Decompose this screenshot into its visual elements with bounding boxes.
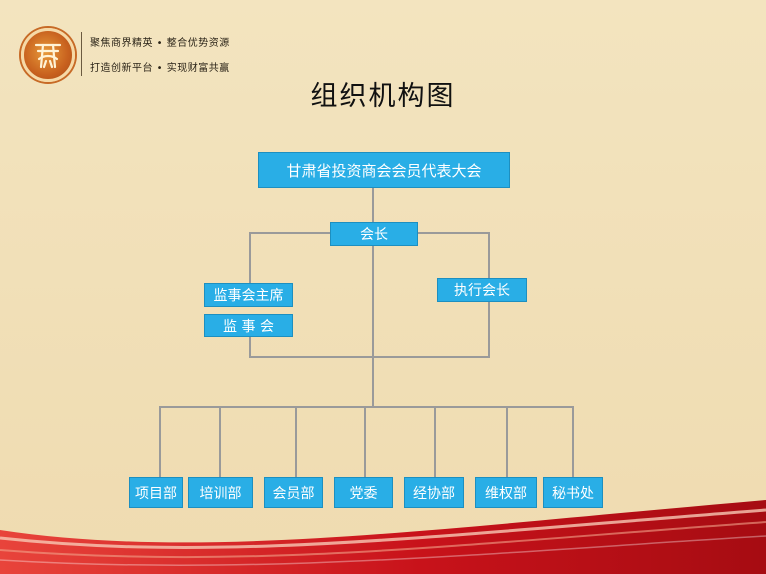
org-box-supervisory-board: 监 事 会 [204, 314, 293, 337]
connector-dept-6 [506, 406, 508, 477]
org-box-president: 会长 [330, 222, 418, 246]
org-box-department: 会员部 [264, 477, 323, 508]
connector-president-branch-right [417, 232, 490, 234]
logo-divider [81, 32, 82, 76]
logo-seal-icon [21, 28, 75, 82]
decorative-red-wave [0, 500, 766, 574]
slogan-line-2: 打造创新平台 • 实现财富共赢 [90, 63, 230, 74]
connector-dept-3 [295, 406, 297, 477]
org-box-department: 维权部 [475, 477, 537, 508]
connector-dept-5 [434, 406, 436, 477]
org-box-department: 项目部 [129, 477, 183, 508]
connector-president-branch-left [249, 232, 330, 234]
connector-dept-2 [219, 406, 221, 477]
connector-dept-7 [572, 406, 574, 477]
org-box-assembly: 甘肃省投资商会会员代表大会 [258, 152, 510, 188]
connector-right-vertical-upper [488, 232, 490, 278]
connector-departments-bar [159, 406, 574, 408]
connector-left-vertical-upper [249, 232, 251, 283]
org-box-supervisory-chair: 监事会主席 [204, 283, 293, 307]
org-box-department: 党委 [334, 477, 393, 508]
connector-assembly-president [372, 188, 374, 222]
connector-dept-1 [159, 406, 161, 477]
org-box-department: 培训部 [188, 477, 253, 508]
connector-bottom-loop [249, 356, 490, 358]
page-title: 组织机构图 [310, 81, 456, 112]
connector-trunk [372, 246, 374, 408]
org-box-department: 经协部 [404, 477, 464, 508]
connector-left-vertical-lower [249, 337, 251, 358]
logo-glyph-icon [34, 43, 62, 69]
org-box-department: 秘书处 [543, 477, 603, 508]
org-box-executive-president: 执行会长 [437, 278, 527, 302]
slogan-line-1: 聚焦商界精英 • 整合优势资源 [90, 38, 230, 49]
connector-right-vertical-lower [488, 302, 490, 358]
connector-dept-4 [364, 406, 366, 477]
